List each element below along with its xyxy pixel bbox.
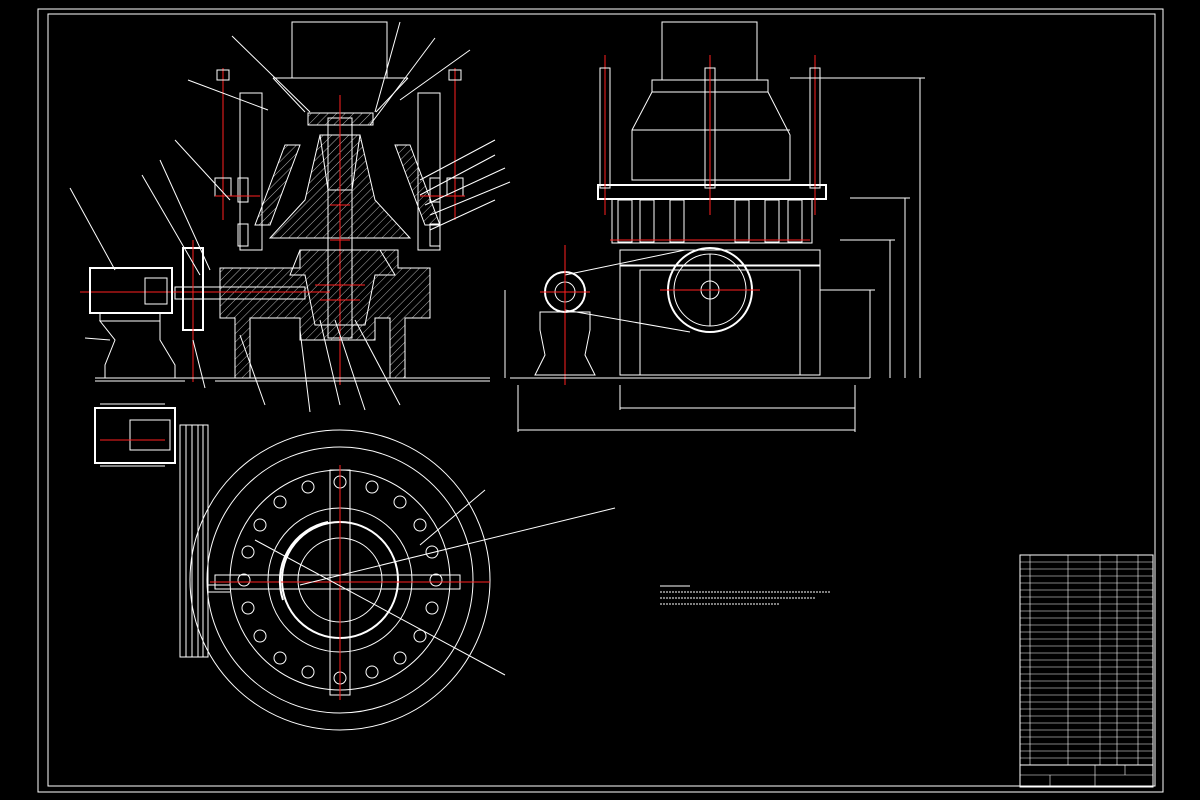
motor-icon [89, 267, 173, 322]
side-elevation-view [504, 21, 925, 432]
plan-view [94, 403, 616, 731]
tech-notes [660, 585, 830, 605]
main-section-view [69, 21, 511, 413]
title-block [1019, 554, 1154, 788]
inner-border [47, 13, 1156, 787]
outer-border [37, 8, 1164, 793]
